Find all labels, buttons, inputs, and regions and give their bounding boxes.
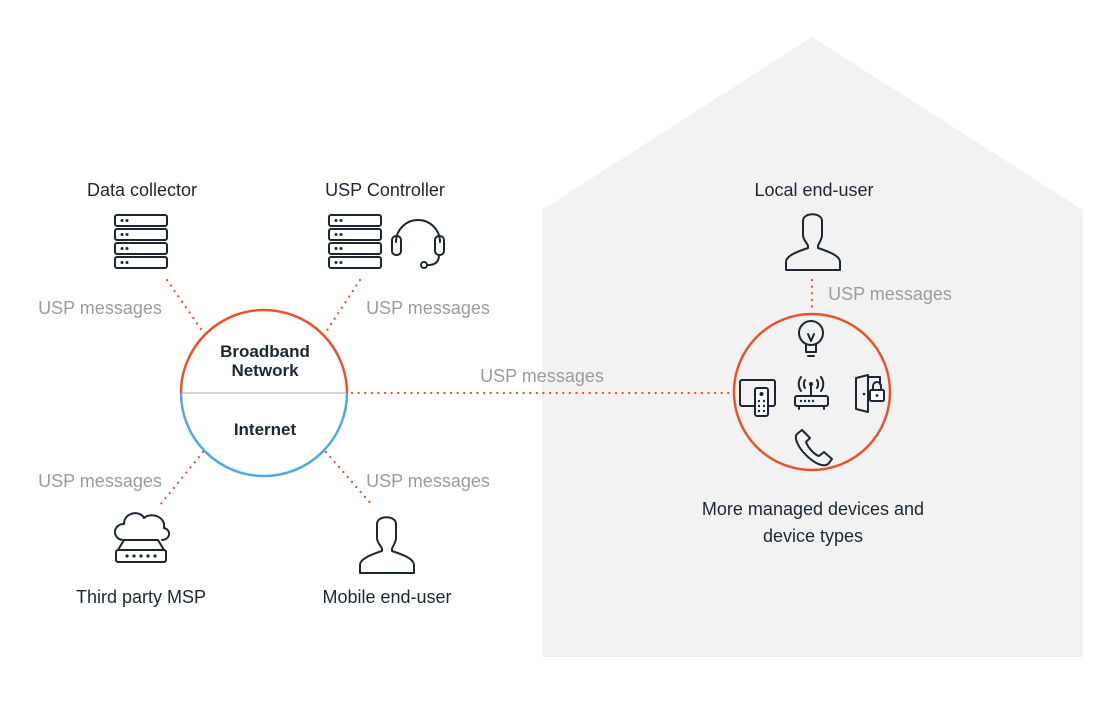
headset-icon (391, 219, 445, 269)
server-icon (114, 214, 168, 269)
msg-label-third-party: USP messages (38, 471, 162, 491)
hub-label-internet: Internet (234, 420, 297, 439)
home-area (542, 37, 1083, 657)
label-data-collector: Data collector (87, 180, 197, 200)
label-local-end-user: Local end-user (754, 180, 873, 200)
connector-mobile-user (324, 450, 374, 507)
label-managed-devices-1: More managed devices and (702, 499, 924, 519)
label-mobile-end-user: Mobile end-user (322, 587, 451, 607)
label-third-party-msp: Third party MSP (76, 587, 206, 607)
msg-label-usp-controller: USP messages (366, 298, 490, 318)
label-managed-devices-2: device types (763, 526, 863, 546)
msg-label-local-user: USP messages (828, 284, 952, 304)
tv-remote-icon (739, 379, 776, 417)
hub-top-arc (179, 308, 349, 394)
connector-third-party (158, 450, 205, 507)
cloud-router-icon (114, 512, 170, 563)
hub-bottom-arc (179, 392, 349, 478)
door-lock-icon (855, 374, 885, 413)
label-usp-controller: USP Controller (325, 180, 445, 200)
hub-label-network: Network (231, 361, 299, 380)
mobile-user-icon (359, 516, 415, 574)
lightbulb-icon (798, 320, 824, 357)
managed-devices-circle (732, 312, 892, 472)
msg-label-home-link: USP messages (480, 366, 604, 386)
network-hub: Broadband Network Internet (179, 308, 349, 478)
connector-usp-controller (324, 278, 362, 334)
controller-server-icon (328, 214, 382, 269)
connector-data-collector (165, 278, 205, 334)
router-icon (794, 376, 829, 410)
msg-label-data-collector: USP messages (38, 298, 162, 318)
msg-label-mobile-user: USP messages (366, 471, 490, 491)
hub-label-broadband: Broadband (220, 342, 310, 361)
local-user-icon (785, 213, 841, 271)
phone-icon (794, 429, 833, 467)
